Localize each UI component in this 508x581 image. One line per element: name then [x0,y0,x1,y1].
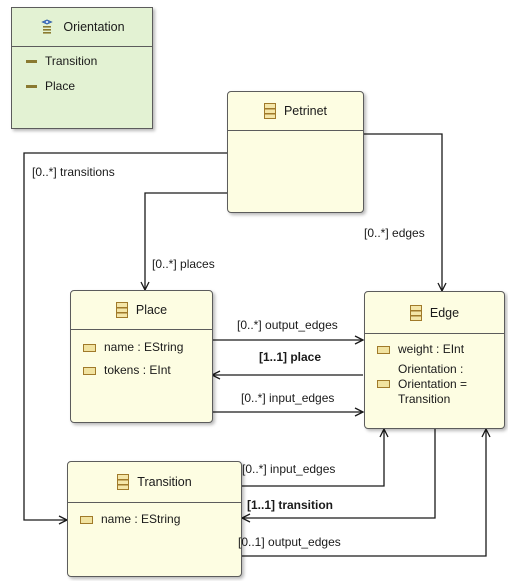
attribute-label: name : EString [104,340,184,354]
eclass-icon [263,103,276,119]
label-place-input-edges: [0..*] input_edges [241,391,335,405]
enum-literal-transition[interactable]: Transition [26,54,97,68]
attribute-icon [83,367,96,375]
edge-transition-input-edges [242,429,384,487]
eclass-icon [409,304,422,321]
attribute-icon [377,380,390,388]
edge-petrinet-transitions [23,152,229,520]
eclass-icon [117,474,130,490]
class-edge[interactable]: Edge weight : EInt Orientation : Orienta… [364,291,505,429]
label-transitions: [0..*] transitions [32,165,115,179]
eclass-icon [115,302,128,318]
class-transition-name: Transition [137,475,192,489]
class-transition[interactable]: Transition name : EString [67,461,242,577]
enum-literal-label: Transition [45,54,98,68]
attribute-orientation-line-1: Orientation : [398,362,464,376]
label-transition-input-edges: [0..*] input_edges [242,462,336,476]
enum-orientation[interactable]: Orientation Transition Place [11,7,153,129]
enum-literal-icon [26,85,37,88]
attribute-icon [80,516,93,524]
enum-literal-place[interactable]: Place [26,79,75,93]
attribute-label: name : EString [101,512,181,526]
label-transition-output-edges: [0..1] output_edges [238,535,341,549]
class-place-header: Place [71,291,212,330]
attribute-transition-name[interactable]: name : EString [80,512,180,526]
label-place-output-edges: [0..*] output_edges [237,318,338,332]
label-transition: [1..1] transition [247,498,334,512]
attribute-label: tokens : EInt [104,363,171,377]
label-edges: [0..*] edges [364,226,425,240]
edge-petrinet-edges [363,133,442,291]
class-edge-header: Edge [365,292,504,334]
label-place: [1..1] place [259,350,322,364]
class-petrinet-header: Petrinet [228,92,363,131]
enum-orientation-header: Orientation [12,8,152,47]
class-transition-header: Transition [68,462,241,503]
attribute-edge-weight[interactable]: weight : EInt [377,342,464,356]
attribute-orientation-line-2: Orientation = [398,377,468,391]
edge-petrinet-places [145,192,229,290]
edge-edge-transition [242,429,436,518]
enumeration-icon [39,19,55,35]
attribute-icon [377,346,390,354]
attribute-place-tokens[interactable]: tokens : EInt [83,363,171,377]
enum-orientation-name: Orientation [63,20,125,34]
enum-literal-label: Place [45,79,76,93]
edge-transition-output-edges [242,429,486,557]
attribute-icon [83,344,96,352]
attribute-label: weight : EInt [398,342,465,356]
label-places: [0..*] places [152,257,215,271]
attribute-orientation-text: Orientation : Orientation = Transition [398,362,467,407]
class-place-name: Place [135,303,168,317]
class-place[interactable]: Place name : EString tokens : EInt [70,290,213,423]
enum-literal-icon [26,60,37,63]
class-petrinet[interactable]: Petrinet [227,91,364,213]
attribute-place-name[interactable]: name : EString [83,340,183,354]
attribute-orientation-line-3: Transition [398,392,451,406]
class-edge-name: Edge [429,305,460,320]
attribute-edge-orientation[interactable]: Orientation : Orientation = Transition [377,362,467,407]
class-petrinet-name: Petrinet [283,104,328,118]
